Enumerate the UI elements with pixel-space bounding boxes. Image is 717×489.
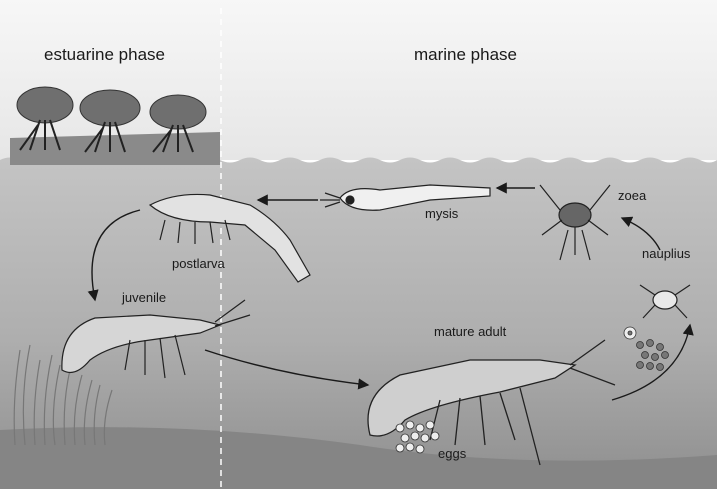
postlarva-label: postlarva [172,256,226,271]
nauplius-label: nauplius [642,246,691,261]
marine-phase-label: marine phase [414,45,517,64]
estuarine-phase-label: estuarine phase [44,45,165,64]
mature-adult-label: mature adult [434,324,507,339]
mysis-label: mysis [425,206,459,221]
juvenile-label: juvenile [121,290,166,305]
zoea-label: zoea [618,188,647,203]
eggs-label: eggs [438,446,467,461]
